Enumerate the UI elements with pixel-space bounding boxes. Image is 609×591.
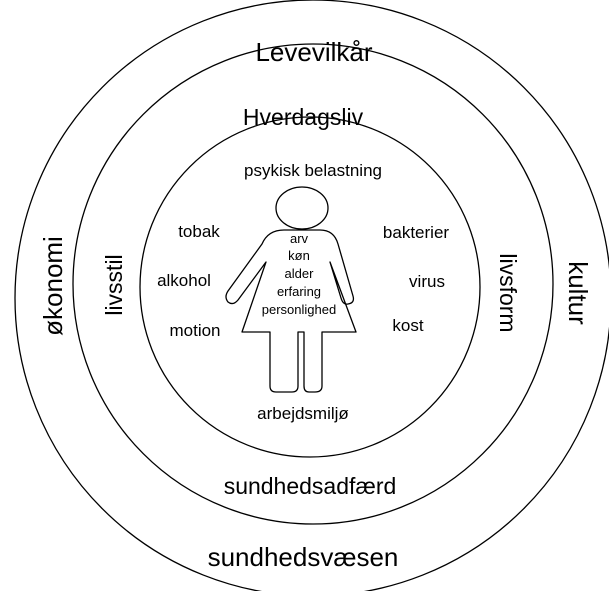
inner-circle [139, 116, 481, 458]
middle-label-left: livsstil [101, 254, 127, 315]
outer-label-right: kultur [563, 261, 593, 325]
figure-text-line: personlighed [262, 302, 336, 317]
outer-ring [14, 0, 609, 591]
figure-text-line: alder [285, 266, 315, 281]
outer-label-left: økonomi [38, 236, 68, 336]
figure-text-line: køn [288, 248, 310, 263]
middle-label-top: Hverdagsliv [243, 104, 364, 130]
inner-label-top: psykisk belastning [244, 161, 382, 180]
middle-ring [72, 43, 554, 525]
inner-left-item: alkohol [157, 271, 211, 290]
inner-right-item: virus [409, 272, 445, 291]
figure-head [275, 186, 329, 230]
inner-left-item: motion [169, 321, 220, 340]
inner-right-item: bakterier [383, 223, 449, 242]
human-figure-icon [225, 186, 357, 393]
figure-text-line: erfaring [277, 284, 321, 299]
inner-right-item: kost [392, 316, 423, 335]
figure-text-line: arv [290, 231, 309, 246]
middle-label-bottom: sundhedsadfærd [224, 473, 397, 499]
outer-label-top: Levevilkår [255, 37, 372, 67]
figure-body [225, 229, 357, 393]
outer-label-bottom: sundhedsvæsen [208, 542, 399, 572]
inner-label-bottom: arbejdsmiljø [257, 404, 349, 423]
inner-left-item: tobak [178, 222, 220, 241]
middle-label-right: livsform [495, 253, 521, 332]
